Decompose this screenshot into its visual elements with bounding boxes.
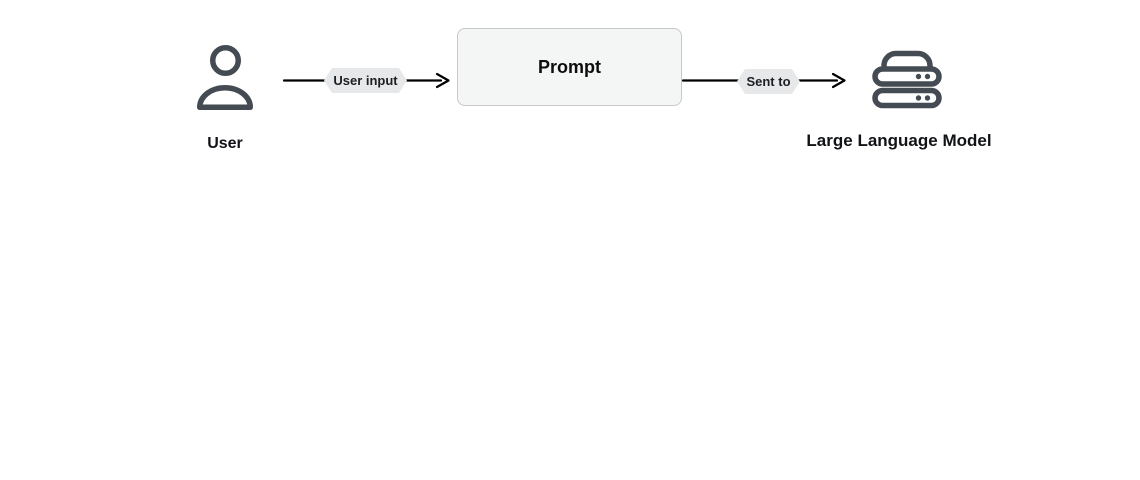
person-icon bbox=[197, 45, 253, 110]
edge-label-user-input: User input bbox=[324, 68, 407, 93]
prompt-node-label: Prompt bbox=[538, 56, 601, 77]
prompt-node: Prompt bbox=[457, 28, 682, 106]
edge-label-sent-to: Sent to bbox=[737, 69, 800, 94]
server-stack-icon bbox=[872, 50, 942, 109]
user-node-label: User bbox=[207, 135, 243, 152]
llm-node-label: Large Language Model bbox=[806, 131, 992, 150]
